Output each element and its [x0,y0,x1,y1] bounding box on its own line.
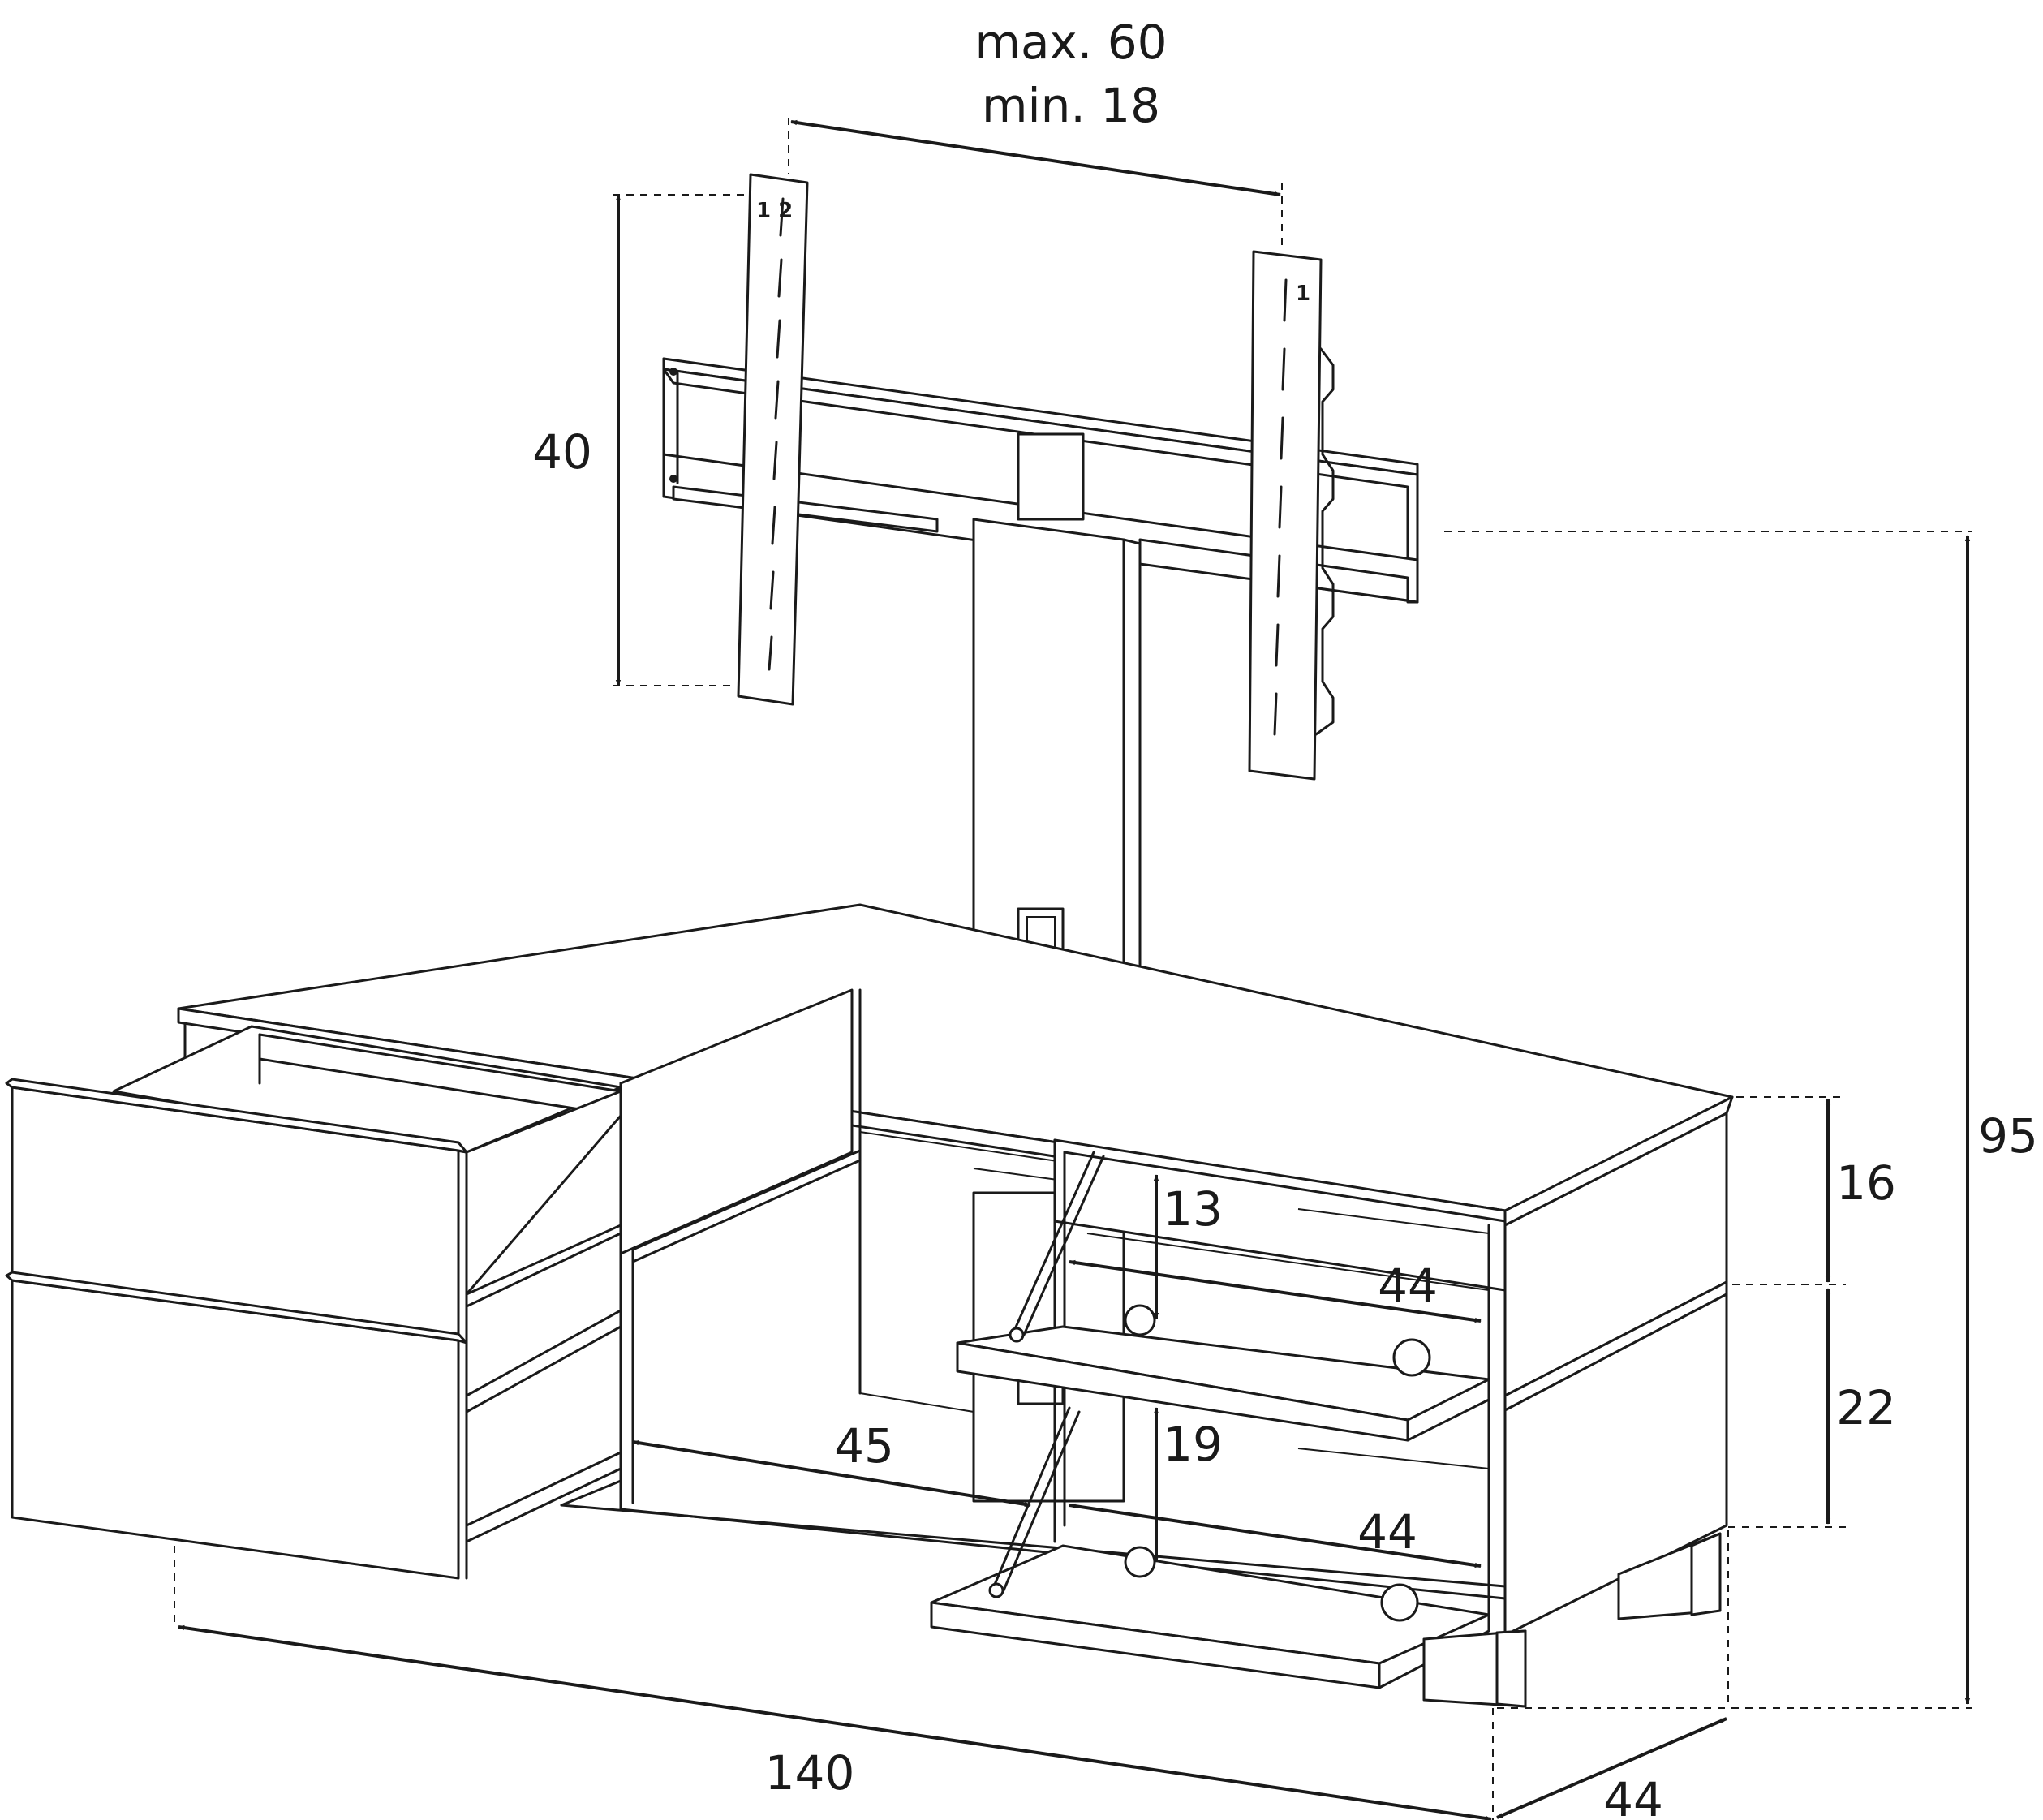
upper-shelf-width-dimension [1069,1259,1482,1323]
lower-drawer [5,1232,622,1580]
label-lower-compartment-height: 22 [1836,1380,1896,1435]
upper-flap [956,1151,1490,1442]
right-bracket-label: 1 [1296,282,1310,306]
right-vesa-bracket [1248,250,1323,781]
total-width-dimension [178,1624,1492,1820]
left-bracket-label: 1 2 [756,199,793,223]
upper-drawer [5,1025,622,1336]
cabinet [5,903,1734,1708]
lower-shelf-width-dimension [1069,1503,1482,1568]
label-lower-shelf-width: 44 [1357,1504,1417,1560]
tv-mount: 1 2 1 [662,173,1419,1503]
dimension-labels: max. 60 min. 18 40 95 16 22 13 19 44 44 … [532,15,2038,1820]
label-max-spread: max. 60 [974,15,1167,70]
label-lower-depth: 19 [1163,1417,1223,1472]
dimension-lines [174,118,1972,1820]
label-upper-shelf-width: 44 [1378,1259,1438,1314]
label-middle-width: 45 [834,1418,894,1474]
label-total-width: 140 [765,1745,855,1801]
bracket-spread-dimension [790,119,1281,197]
label-bracket-height: 40 [532,424,592,480]
label-total-height: 95 [1978,1108,2038,1164]
middle-width-dimension [632,1439,1031,1508]
total-depth-dimension [1496,1717,1727,1819]
label-total-depth: 44 [1603,1772,1663,1820]
label-min-spread: min. 18 [982,78,1160,133]
label-upper-depth: 13 [1163,1181,1223,1237]
label-upper-compartment-height: 16 [1836,1155,1896,1211]
left-vesa-bracket [737,173,809,706]
